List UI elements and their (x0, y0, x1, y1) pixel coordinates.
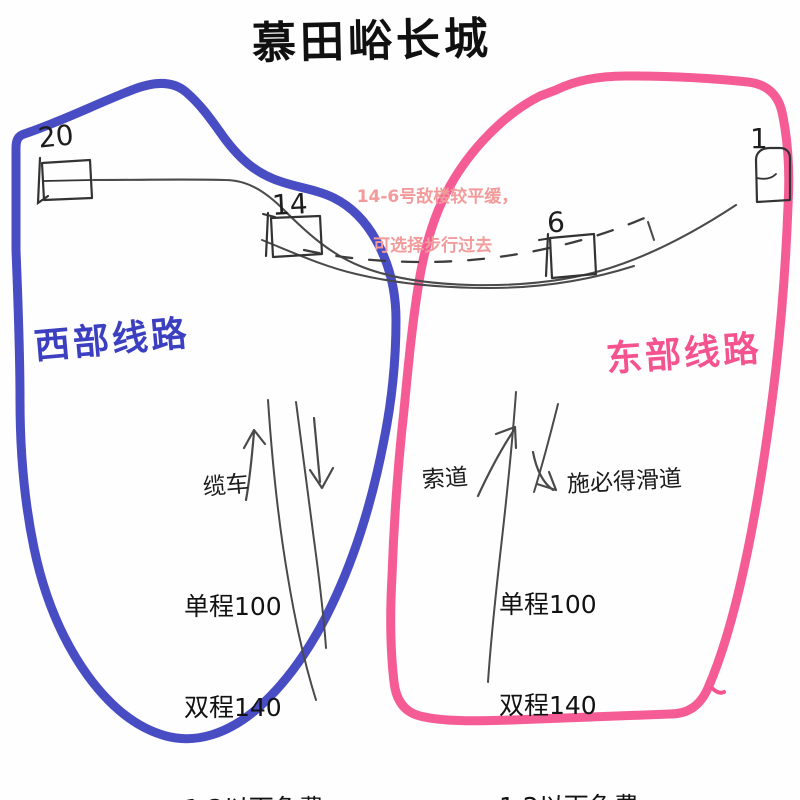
east-price-free-note: 1.2以下免费 (499, 790, 639, 800)
tower-6-number: 6 (546, 205, 566, 240)
east-up-arrow-icon (476, 425, 518, 498)
tower-14-marker[interactable] (262, 211, 324, 259)
east-outline-squiggle (710, 686, 726, 695)
walking-path-dashed (302, 212, 656, 264)
tower-20-number: 20 (36, 118, 76, 155)
walking-note-line-2: 可选择步行过去 (373, 235, 493, 256)
east-line-b (533, 403, 559, 493)
ropeway-label: 索道 (421, 464, 469, 494)
east-toboggan-arrow-icon (531, 450, 558, 492)
east-price-block: 单程100 双程140 1.2以下免费 (499, 520, 639, 800)
tower-1-number: 1 (750, 122, 768, 155)
west-cable-line-right (295, 401, 327, 649)
west-route-outline[interactable] (11, 79, 401, 744)
east-line-a (487, 391, 517, 683)
west-price-block: 单程100 双程140 1.2以下免费 (184, 522, 324, 800)
west-price-free-note: 1.2以下免费 (184, 792, 324, 800)
ridge-tick-mark (647, 221, 655, 241)
east-price-one-way: 单程100 (499, 589, 597, 619)
west-price-one-way: 单程100 (184, 591, 282, 621)
east-price-round-trip: 双程140 (499, 690, 597, 720)
tower-14-number: 14 (271, 187, 309, 222)
great-wall-ridge-line (91, 178, 738, 287)
cablecar-label: 缆车 (201, 471, 250, 501)
tower-1-marker[interactable] (754, 146, 792, 204)
west-cable-line-left (267, 399, 317, 701)
ridge-lower-branch (261, 239, 635, 290)
walking-path-note: 14-6号敌楼较平缓， 可选择步行过去 (333, 160, 519, 308)
tower-20-marker[interactable] (36, 156, 94, 206)
west-up-arrow-icon (242, 428, 267, 502)
west-down-arrow-icon (308, 416, 335, 490)
west-price-round-trip: 双程140 (184, 692, 282, 722)
east-route-outline[interactable] (386, 71, 794, 726)
page-title: 慕田峪长城 (251, 13, 493, 70)
walking-note-line-1: 14-6号敌楼较平缓， (356, 186, 519, 207)
tower-6-marker[interactable] (538, 232, 598, 280)
